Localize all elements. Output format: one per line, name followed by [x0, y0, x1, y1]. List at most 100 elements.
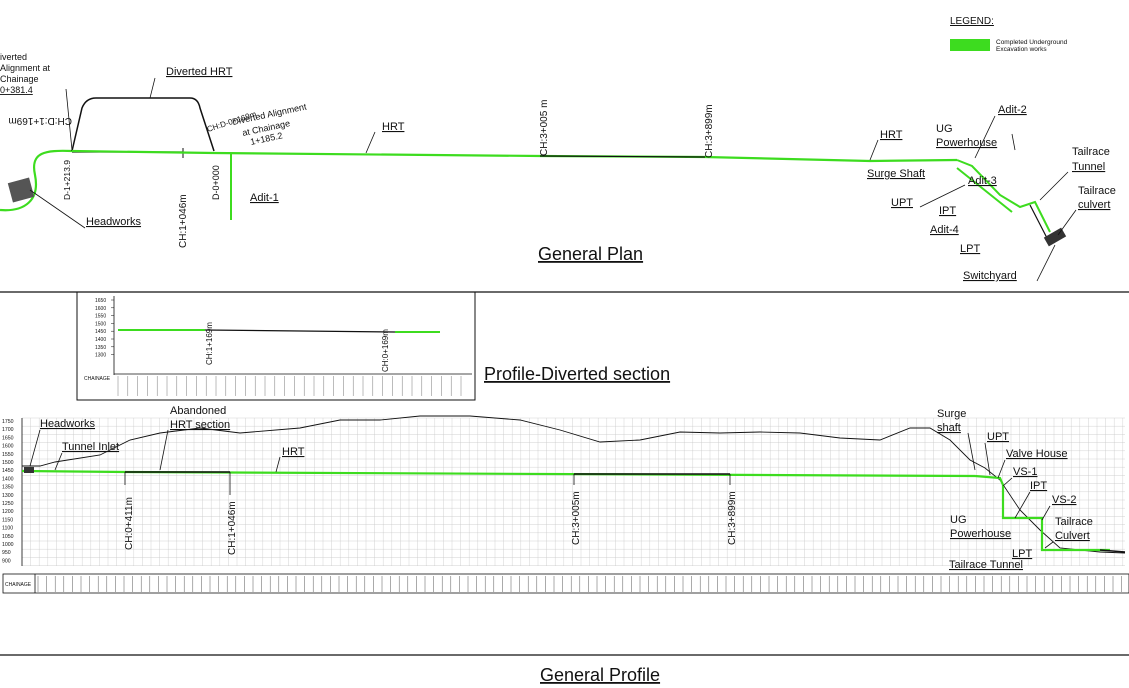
plan-label-ipt: IPT [939, 205, 956, 217]
general-label-abandoned: Abandoned [170, 405, 226, 417]
diverted-elev-tick: 1450 [95, 329, 106, 335]
general-label-surge: Surge [937, 408, 966, 420]
general-label-culvert: Culvert [1055, 530, 1090, 542]
general-title: General Profile [540, 665, 660, 685]
plan-label-surge-shaft: Surge Shaft [867, 168, 925, 180]
legend-swatch [950, 39, 990, 51]
general-elev-tick: 1750 [2, 419, 14, 425]
plan-label-d1213: D-1+213.9 [62, 160, 72, 200]
plan-label-tailrace: Tailrace [1072, 146, 1110, 158]
general-label-ch3899: CH:3+899m [727, 491, 738, 545]
plan-label-culvert: culvert [1078, 199, 1110, 211]
general-elev-ticks: 1750170016501600155015001450140013501300… [2, 419, 14, 564]
upt-branch [956, 167, 1013, 213]
general-label-ch3005: CH:3+005m [571, 491, 582, 545]
plan-label-adit1: Adit-1 [250, 192, 279, 204]
diverted-elev-tick: 1300 [95, 353, 106, 359]
general-chainage-row [2, 573, 1129, 594]
legend-item-line2: Excavation works [996, 46, 1047, 53]
general-elev-tick: 1600 [2, 444, 14, 450]
plan-label-tunnel: Tunnel [1072, 161, 1105, 173]
general-label-ch0411: CH:0+411m [124, 497, 135, 550]
profile-general: 1750170016501600155015001450140013501300… [2, 405, 1129, 685]
general-label-lpt: LPT [1012, 548, 1032, 560]
general-label-powerhouse: Powerhouse [950, 528, 1011, 540]
legend-title: LEGEND: [950, 16, 994, 27]
plan-label-powerhouse: Powerhouse [936, 137, 997, 149]
general-label-ug: UG [950, 514, 967, 526]
general-label-vs1: VS-1 [1013, 466, 1037, 478]
plan-label-hrt1: HRT [382, 121, 405, 133]
general-elev-tick: 1500 [2, 460, 14, 466]
general-chainage-label: CHAINAGE [5, 582, 32, 588]
general-label-vs2: VS-2 [1052, 494, 1076, 506]
headworks-structure [7, 177, 35, 203]
diverted-hrt-loop [71, 97, 215, 152]
general-label-ch1046: CH:1+046m [227, 501, 238, 555]
plan-label-adit4: Adit-4 [930, 224, 959, 236]
plan-label-chainage: Chainage [0, 74, 39, 84]
diverted-frame [76, 291, 476, 401]
plan-label-alignment: Alignment at [0, 63, 51, 73]
diverted-line-black [204, 329, 396, 333]
general-elev-tick: 1700 [2, 427, 14, 433]
general-label-ipt: IPT [1030, 480, 1047, 492]
plan-label-ug: UG [936, 123, 953, 135]
general-elev-tick: 900 [2, 558, 11, 564]
diverted-chainage-ticks [117, 376, 462, 396]
tailrace-line [1029, 204, 1049, 241]
plan-label-switchyard: Switchyard [963, 270, 1017, 282]
general-label-valve-house: Valve House [1006, 448, 1068, 460]
general-tailrace-black [1099, 549, 1126, 553]
general-grid [21, 417, 1125, 566]
general-label-tunnel-inlet: Tunnel Inlet [62, 441, 119, 453]
general-elev-tick: 1050 [2, 534, 14, 540]
plan-label-ch3005: CH:3+005 m [539, 100, 550, 156]
main-hrt-line [71, 149, 958, 163]
general-elev-tick: 1200 [2, 509, 14, 515]
general-elev-tick: 1650 [2, 435, 14, 441]
headworks-curve [0, 149, 73, 212]
plan-label-adit2: Adit-2 [998, 104, 1027, 116]
legend-item-line1: Completed Underground [996, 39, 1068, 46]
general-label-hrt: HRT [282, 446, 305, 458]
general-label-shaft: shaft [937, 422, 961, 434]
general-label-headworks: Headworks [40, 418, 96, 430]
general-label-tailrace-tunnel: Tailrace Tunnel [949, 559, 1023, 571]
plan-label-ch3899: CH:3+899m [704, 104, 715, 158]
general-label-tailrace: Tailrace [1055, 516, 1093, 528]
switchyard-block [1043, 227, 1067, 247]
plan-label-diverted-hrt: Diverted HRT [166, 66, 233, 78]
ground-surface [22, 415, 1126, 554]
diverted-elev-tick: 1650 [95, 298, 106, 304]
general-elev-tick: 1100 [2, 526, 13, 532]
general-chainage-ticks [37, 576, 1122, 592]
general-ch-markers [124, 472, 731, 495]
diverted-label-ch1169: CH:1+169m [205, 322, 214, 365]
general-elev-tick: 1350 [2, 485, 14, 491]
completed-black-segment [539, 155, 706, 158]
plan-label-iverted: iverted [0, 52, 27, 62]
plan-title: General Plan [538, 244, 643, 264]
general-elev-tick: 1300 [2, 493, 14, 499]
diverted-label-ch0169: CH:0+169m [381, 329, 390, 372]
plan-label-lpt: LPT [960, 243, 980, 255]
headworks-mark [24, 467, 34, 473]
plan-label-tailrace2: Tailrace [1078, 185, 1116, 197]
diverted-title: Profile-Diverted section [484, 364, 670, 384]
powerhouse-complex [956, 159, 1051, 233]
diverted-elev-tick: 1350 [95, 345, 106, 351]
plan-leaders [29, 77, 1077, 282]
diverted-elev-tick: 1550 [95, 314, 106, 320]
general-elev-tick: 950 [2, 550, 11, 556]
diverted-elev-tick: 1400 [95, 337, 106, 343]
general-label-hrt-section: HRT section [170, 419, 230, 431]
plan-label-hrt2: HRT [880, 129, 903, 141]
plan-label-ch1046: CH:1+046m [178, 194, 189, 248]
general-elev-tick: 1550 [2, 452, 14, 458]
legend: LEGEND: Completed Underground Excavation… [950, 16, 1068, 53]
diverted-chainage-label: CHAINAGE [84, 376, 111, 382]
